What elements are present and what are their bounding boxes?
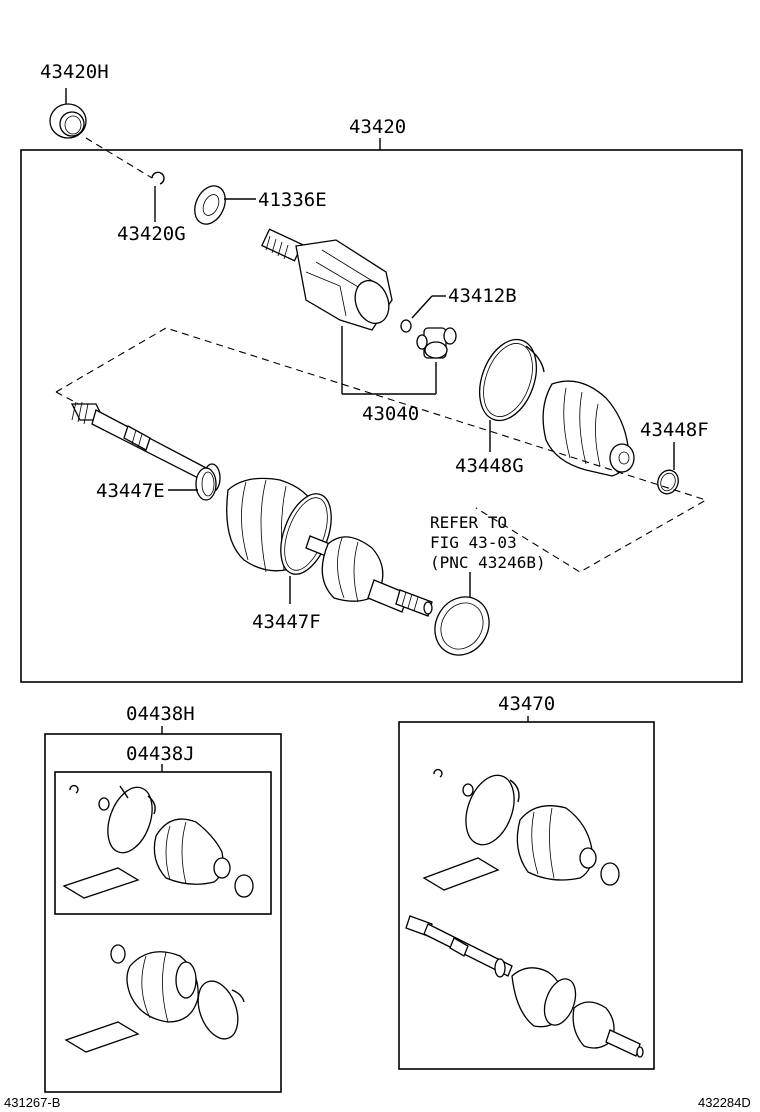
note-line-1: REFER TO [430,513,507,532]
label-43447E: 43447E [96,480,165,502]
label-43040: 43040 [362,403,419,425]
label-41336E: 41336E [258,189,327,211]
label-43420H: 43420H [40,61,109,83]
clamp-43447E [195,467,217,501]
assembly-43470-parts [405,768,644,1058]
outboard-boot [226,477,332,575]
inboard-joint-43040 [261,228,393,331]
kit-04438J-parts [62,784,254,899]
kit-outline [55,327,708,573]
label-43448G: 43448G [455,455,524,477]
clamp-43448F [657,442,679,495]
assembly-box-43470 [398,721,655,1070]
label-43420: 43420 [349,116,406,138]
inboard-boot [542,380,635,477]
snap-ring-43420G [151,171,165,222]
footer-left-code: 431267-B [4,1095,60,1110]
label-04438H: 04438H [126,703,195,725]
label-43448F: 43448F [640,419,709,441]
footer-right-code: 432284D [698,1095,751,1110]
label-43447F: 43447F [252,611,321,633]
assembly-box-43420 [20,149,743,683]
kit-04438H-parts [64,944,245,1053]
seal-43420H [49,88,87,139]
tripod-joint [416,327,457,359]
kit-box-04438H [44,733,282,1093]
label-43470: 43470 [498,693,555,715]
label-43412B: 43412B [448,285,517,307]
seal-ring-43246B [434,572,490,656]
clamp-43448G [479,338,545,452]
washer-41336E [194,185,256,225]
outboard-joint [305,535,433,617]
label-43420G: 43420G [117,223,186,245]
label-04438J: 04438J [126,743,195,765]
kit-box-04438J [54,771,272,915]
snap-ring-43412B [400,295,446,333]
note-line-2: FIG 43-03 [430,533,517,552]
note-line-3: (PNC 43246B) [430,553,546,572]
